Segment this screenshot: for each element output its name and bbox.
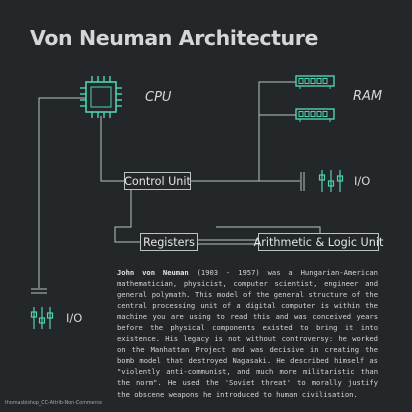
alu-box: Arithmetic & Logic Unit — [254, 233, 383, 251]
description-name: John von Neuman — [117, 268, 189, 277]
control-unit-box: Control Unit — [124, 172, 191, 190]
line-cpu-to-left-io — [38, 97, 86, 288]
io-label-left: I/O — [66, 311, 83, 325]
io-plug-icon — [30, 307, 54, 329]
credit-text: thomasbishop_CC-Attrib-Non-Commerce — [5, 401, 102, 406]
ram-module-icon — [295, 108, 335, 122]
line-alu-top — [216, 226, 321, 233]
ram-module-icon — [295, 75, 335, 89]
page-title: Von Neuman Architecture — [30, 26, 318, 50]
ram-label: RAM — [353, 89, 383, 104]
io-plug-icon — [318, 170, 344, 192]
line-control-unit-to-registers — [114, 189, 140, 243]
description-body: (1903 - 1957) was a Hungarian-American m… — [117, 268, 378, 399]
line-cpu-to-control-unit — [100, 116, 124, 182]
registers-box: Registers — [140, 233, 198, 251]
cpu-label: CPU — [145, 90, 172, 105]
cpu-chip-icon — [80, 76, 122, 118]
line-control-unit-to-ram — [191, 81, 296, 182]
description-paragraph: John von Neuman (1903 - 1957) was a Hung… — [117, 267, 378, 400]
io-label-right: I/O — [354, 174, 371, 188]
